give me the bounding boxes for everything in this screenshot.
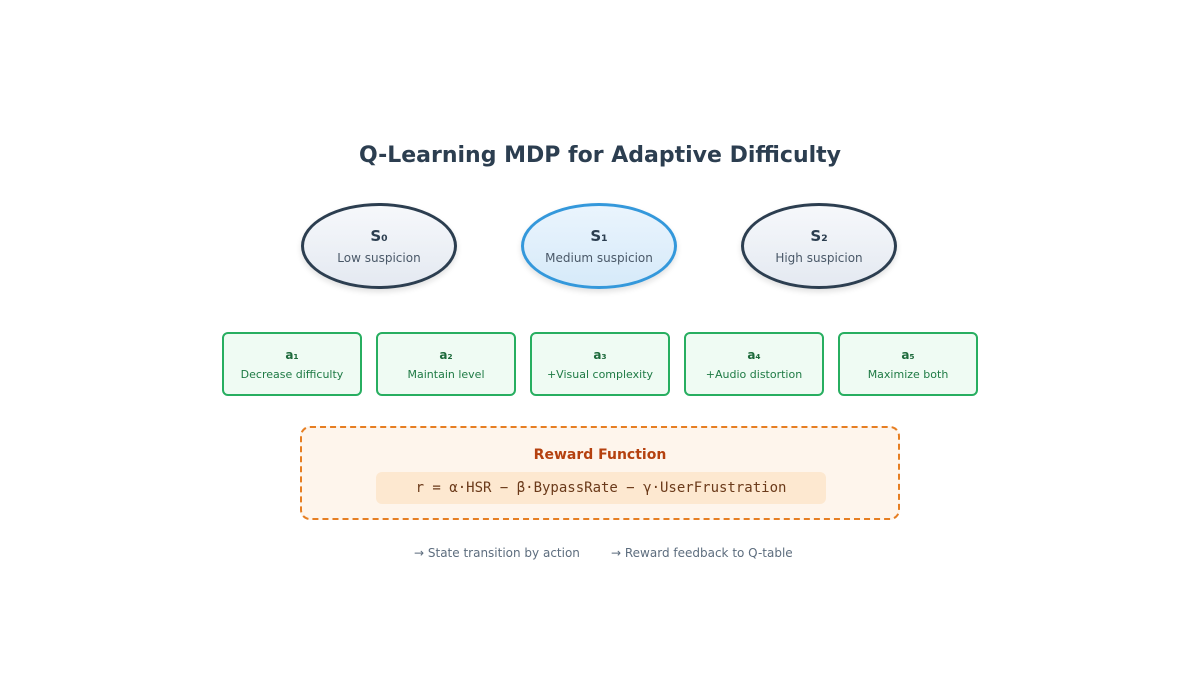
action-description: +Audio distortion	[705, 367, 803, 381]
action-name: a₅	[901, 347, 915, 362]
action-description: Decrease difficulty	[240, 367, 344, 381]
legend-state-transition: → State transition by action	[414, 546, 580, 560]
legend-reward-feedback: → Reward feedback to Q-table	[611, 546, 793, 560]
action-a1: a₁ Decrease difficulty	[222, 332, 362, 396]
reward-function-box: Reward Function r = α·HSR − β·BypassRate…	[300, 426, 900, 520]
state-name: S₂	[810, 227, 828, 245]
action-name: a₄	[747, 347, 761, 362]
state-name: S₀	[370, 227, 388, 245]
action-description: Maintain level	[407, 367, 485, 381]
state-description: High suspicion	[775, 251, 863, 265]
action-a4: a₄ +Audio distortion	[684, 332, 824, 396]
action-name: a₂	[439, 347, 453, 362]
state-name: S₁	[590, 227, 608, 245]
state-s2: S₂ High suspicion	[741, 203, 897, 289]
state-description: Low suspicion	[337, 251, 421, 265]
reward-title: Reward Function	[533, 447, 667, 463]
action-name: a₃	[593, 347, 607, 362]
action-description: +Visual complexity	[546, 367, 654, 381]
action-a5: a₅ Maximize both	[838, 332, 978, 396]
diagram-title: Q-Learning MDP for Adaptive Difficulty	[358, 143, 842, 168]
state-s0: S₀ Low suspicion	[301, 203, 457, 289]
state-description: Medium suspicion	[545, 251, 653, 265]
action-description: Maximize both	[867, 367, 949, 381]
action-a2: a₂ Maintain level	[376, 332, 516, 396]
action-name: a₁	[285, 347, 299, 362]
state-s1: S₁ Medium suspicion	[521, 203, 677, 289]
reward-formula: r = α·HSR − β·BypassRate − γ·UserFrustra…	[376, 472, 826, 504]
action-a3: a₃ +Visual complexity	[530, 332, 670, 396]
